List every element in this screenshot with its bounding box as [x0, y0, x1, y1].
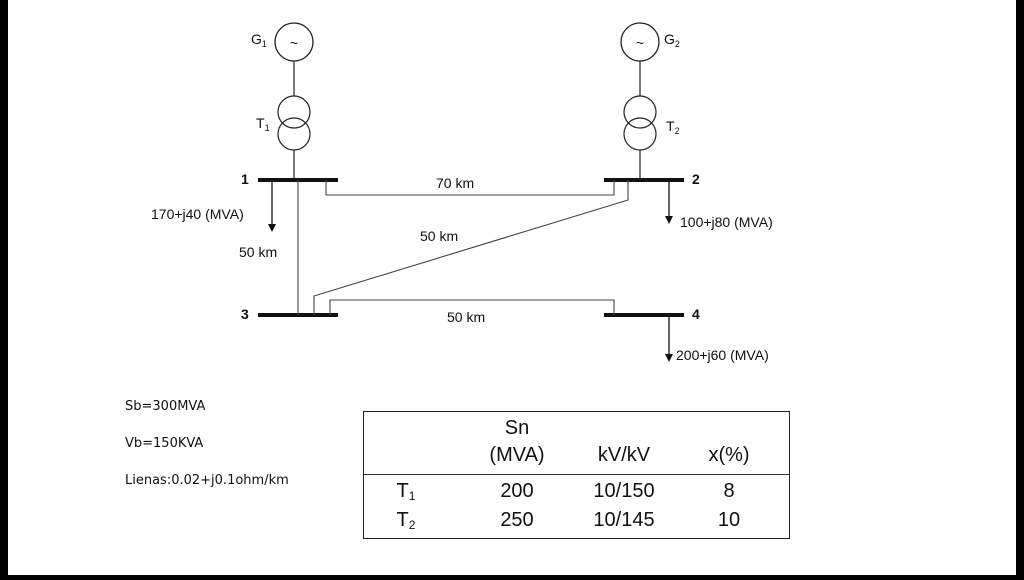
- row-t1-name: T1: [396, 480, 416, 503]
- bus-3-label: 3: [241, 306, 249, 322]
- line-1-2: [325, 180, 615, 196]
- load-bus-2-label: 100+j80 (MVA): [680, 214, 773, 230]
- line-impedance-note: Lienas:0.02+j0.1ohm/km: [125, 473, 289, 488]
- transformer-t2: T2: [623, 95, 680, 151]
- arrow-down-icon: [665, 354, 673, 362]
- row-t2-x: 10: [717, 509, 741, 531]
- base-voltage-note: Vb=150KVA: [125, 436, 204, 451]
- generator-g1: ~ G1: [251, 22, 314, 62]
- generator-g2-symbol: ~: [636, 35, 644, 51]
- load-bus-4-label: 200+j60 (MVA): [676, 347, 769, 363]
- generator-g2-label: G2: [664, 31, 680, 49]
- line-2-3-label: 50 km: [420, 228, 458, 244]
- header-divider: [364, 474, 789, 475]
- transformer-t1: T1: [256, 95, 311, 151]
- transformer-t2-label: T2: [666, 118, 680, 136]
- arrow-down-icon: [268, 224, 276, 232]
- generator-g1-symbol: ~: [290, 35, 298, 51]
- transformer-t1-label: T1: [256, 115, 270, 133]
- row-t1-kv: 10/150: [593, 480, 655, 502]
- header-x: x(%): [708, 444, 750, 466]
- line-2-3: [313, 180, 629, 315]
- header-sn: Sn: [504, 417, 530, 439]
- transformer-t2-icon: [623, 95, 657, 129]
- generator-g2: ~ G2: [620, 22, 680, 62]
- load-bus-1-label: 170+j40 (MVA): [151, 206, 244, 222]
- bus-4-label: 4: [692, 306, 700, 322]
- line-1-3-label: 50 km: [239, 244, 277, 260]
- row-t2-sn: 250: [500, 509, 534, 531]
- bus-1-label: 1: [241, 171, 249, 187]
- header-sn-unit: (MVA): [489, 444, 545, 466]
- generator-g1-label: G1: [251, 31, 267, 49]
- row-t2-name: T2: [396, 509, 416, 532]
- line-3-4-label: 50 km: [447, 309, 485, 325]
- row-t2-kv: 10/145: [593, 509, 655, 531]
- transformer-t1-icon: [277, 95, 311, 129]
- arrow-down-icon: [665, 216, 673, 224]
- row-t1-x: 8: [723, 480, 735, 502]
- bus-2-label: 2: [692, 171, 700, 187]
- one-line-diagram: ~ G1 T1 ~ G2 T2 1 2: [151, 22, 773, 363]
- line-3-4: [329, 299, 615, 315]
- transformer-table: Sn (MVA) kV/kV x(%) T1 200 10/150 8 T2 2…: [363, 411, 790, 539]
- row-t1-sn: 200: [500, 480, 534, 502]
- load-bus-1: 170+j40 (MVA): [151, 182, 276, 232]
- line-1-2-label: 70 km: [436, 175, 474, 191]
- load-bus-2: 100+j80 (MVA): [665, 182, 773, 230]
- header-kv: kV/kV: [597, 444, 651, 466]
- diagram-canvas: ~ G1 T1 ~ G2 T2 1 2: [8, 0, 1016, 575]
- load-bus-4: 200+j60 (MVA): [665, 317, 769, 363]
- base-power-note: Sb=300MVA: [125, 399, 206, 414]
